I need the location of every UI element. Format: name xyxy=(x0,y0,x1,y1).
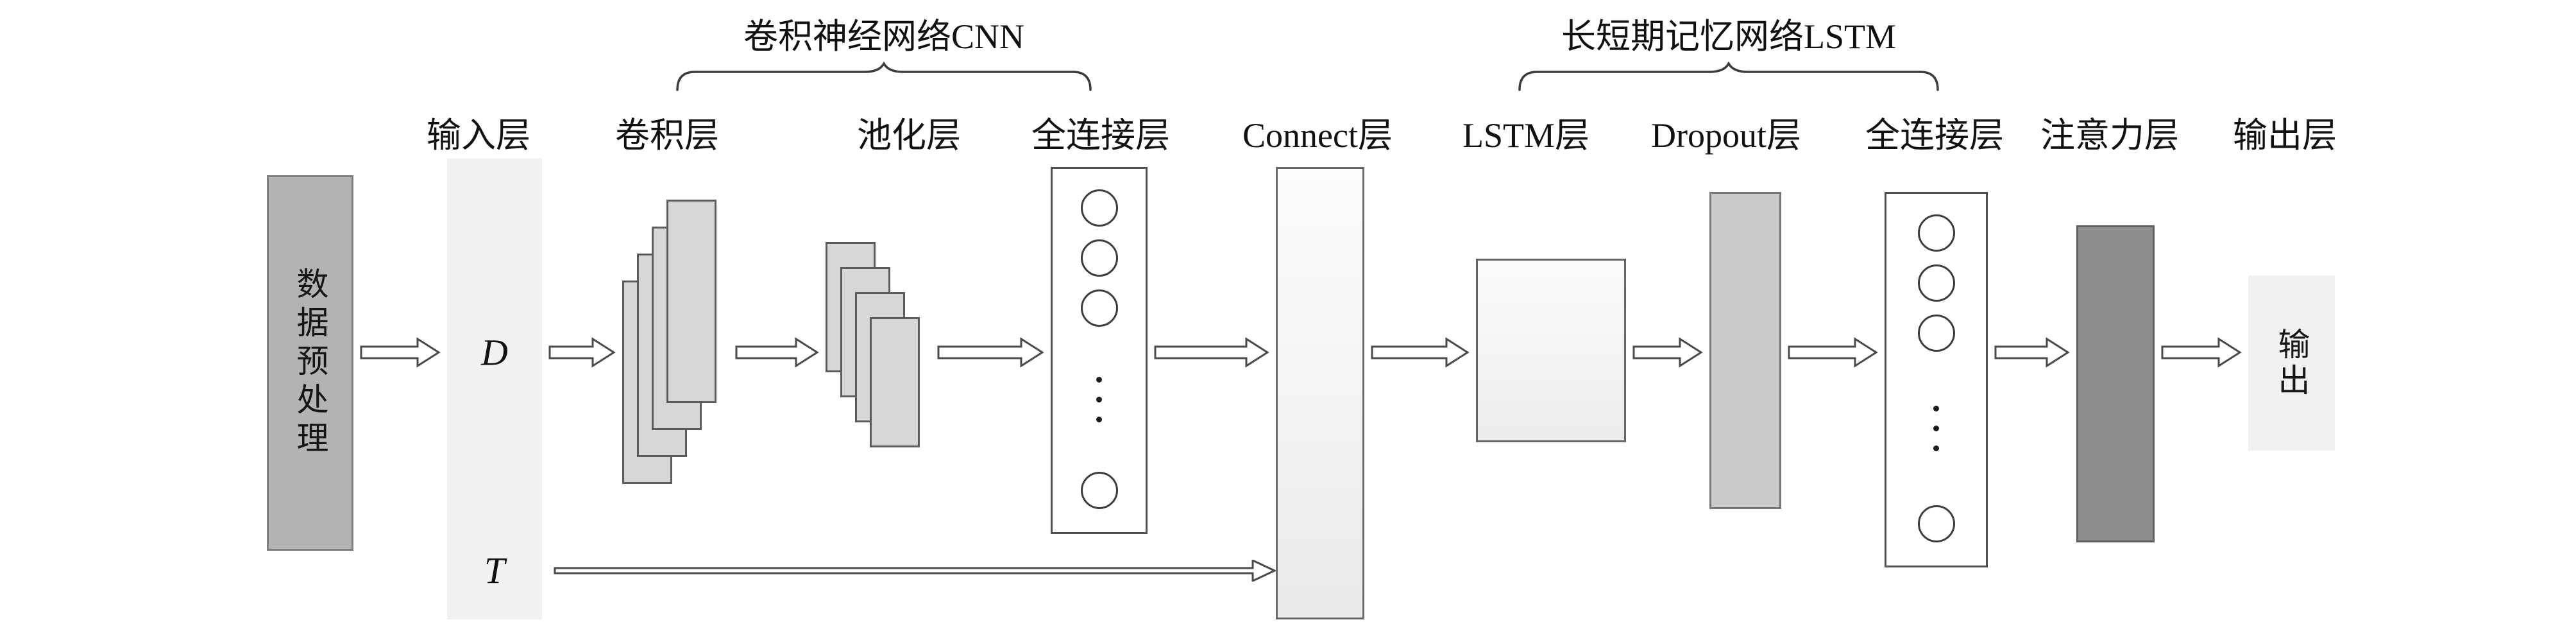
label-input-layer: 输入层 xyxy=(427,116,530,155)
neuron-circle xyxy=(1917,505,1955,542)
lstm-block xyxy=(1476,259,1626,442)
neuron-circle xyxy=(1080,472,1118,509)
label-pool-layer: 池化层 xyxy=(857,116,961,155)
ellipsis-dots xyxy=(1096,333,1102,465)
lstm-group-title: 长短期记忆网络LSTM xyxy=(1561,17,1897,56)
flow-arrow-icon xyxy=(1994,337,2070,368)
label-conv-layer: 卷积层 xyxy=(615,116,719,155)
label-dropout-layer: Dropout层 xyxy=(1651,116,1801,155)
output-block: 输出 xyxy=(2248,275,2335,451)
flow-arrow-icon xyxy=(735,337,819,368)
neuron-circle xyxy=(1080,239,1118,277)
flow-arrow-icon xyxy=(1371,337,1470,368)
neuron-circle xyxy=(1917,264,1955,302)
flow-arrow-icon xyxy=(2161,337,2242,368)
label-fc2-layer: 全连接层 xyxy=(1865,116,2004,155)
flow-arrow-icon xyxy=(548,337,616,368)
t-skip-arrow-icon xyxy=(554,560,1276,582)
output-label: 输出 xyxy=(2273,327,2310,399)
label-lstm-layer: LSTM层 xyxy=(1462,116,1590,155)
preprocess-block: 数据预处理 xyxy=(267,175,353,551)
neuron-circle xyxy=(1080,189,1118,227)
ellipsis-dots xyxy=(1933,358,1939,499)
dropout-block xyxy=(1709,192,1781,509)
lstm-brace-icon xyxy=(1518,62,1939,91)
label-connect-layer: Connect层 xyxy=(1242,116,1393,155)
flow-arrow-icon xyxy=(1154,337,1269,368)
cnn-brace-icon xyxy=(676,62,1092,91)
label-output-layer: 输出层 xyxy=(2233,116,2337,155)
neuron-circle xyxy=(1917,315,1955,352)
input-layer-panel xyxy=(447,159,542,619)
neuron-circle xyxy=(1917,214,1955,252)
flow-arrow-icon xyxy=(937,337,1044,368)
fc1-block xyxy=(1051,167,1148,534)
fc2-block xyxy=(1885,192,1988,567)
pool-feature-map xyxy=(870,317,920,447)
cnn-group-title: 卷积神经网络CNN xyxy=(743,17,1025,56)
flow-arrow-icon xyxy=(1788,337,1878,368)
neuron-circle xyxy=(1080,289,1118,327)
label-attention-layer: 注意力层 xyxy=(2040,116,2179,155)
input-d-label: D xyxy=(481,331,508,374)
conv-feature-map xyxy=(666,200,716,403)
flow-arrow-icon xyxy=(1632,337,1703,368)
attention-block xyxy=(2076,225,2155,542)
connect-block xyxy=(1276,167,1364,619)
label-fc1-layer: 全连接层 xyxy=(1031,116,1170,155)
flow-arrow-icon xyxy=(360,337,441,368)
input-t-label: T xyxy=(484,549,505,592)
preprocess-label: 数据预处理 xyxy=(292,266,328,460)
